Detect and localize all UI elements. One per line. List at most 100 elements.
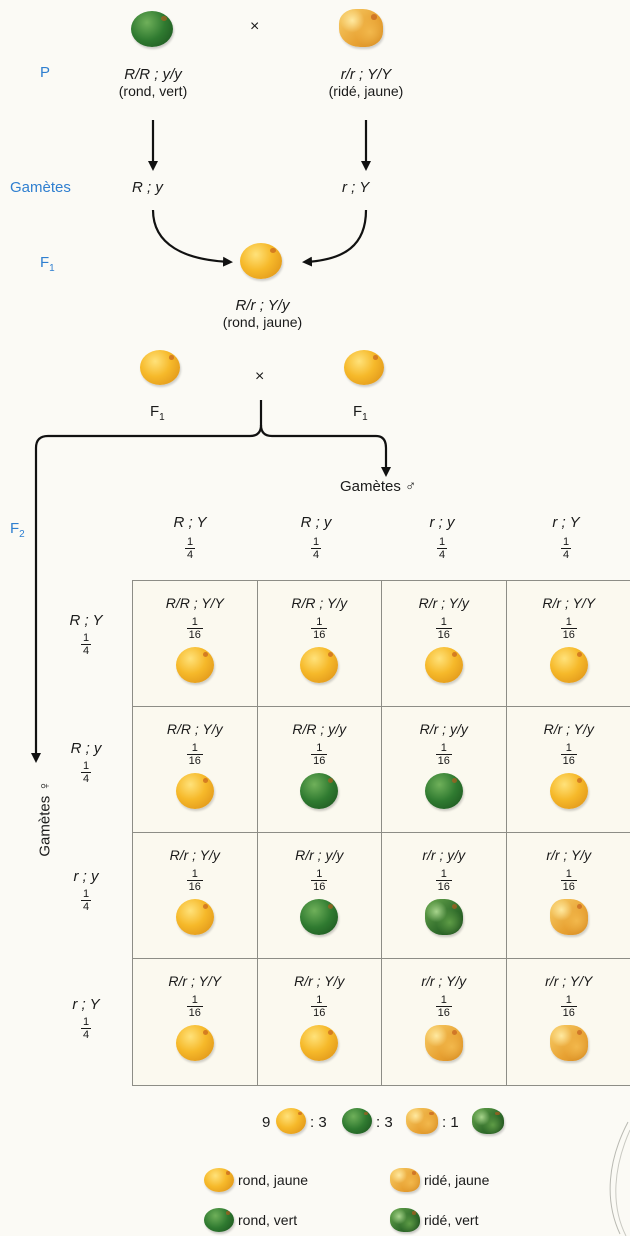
ratio-summary: 9 : 3 : 3 : 1	[262, 1108, 522, 1138]
fraction-numerator: 1	[562, 536, 570, 548]
row-header-gamete: R ; y	[70, 740, 102, 757]
fraction-denominator: 16	[186, 1006, 203, 1019]
fraction-denominator: 4	[80, 772, 92, 785]
f1-right-label-sub: 1	[362, 412, 368, 423]
fraction-numerator: 1	[82, 760, 90, 772]
yellow-smooth-pea-icon	[300, 1025, 339, 1061]
f1-cross-symbol: ×	[255, 368, 265, 385]
f1-phenotype: (rond, jaune)	[222, 314, 303, 330]
left-gamete: R ; y	[132, 179, 163, 196]
f1-label-main: F	[40, 254, 50, 271]
fraction-denominator: 4	[80, 900, 92, 913]
f1-label: F1	[40, 254, 55, 274]
arrow-right-gamete-to-f1	[302, 209, 368, 267]
fraction-numerator: 1	[565, 868, 572, 880]
cell-genotype: r/r ; Y/y	[421, 973, 467, 989]
f1-left-label-main: F	[150, 403, 160, 420]
legend-green-wrinkled-icon	[390, 1208, 420, 1232]
fraction-numerator: 1	[186, 536, 194, 548]
left-parent-genotype: R/R ; y/y	[124, 66, 182, 83]
fraction-numerator: 1	[191, 994, 198, 1006]
f2-label: F2	[10, 520, 25, 540]
cell-genotype: R/r ; y/y	[295, 847, 344, 863]
fraction-denominator: 16	[560, 628, 577, 641]
f1-right-label: F1	[353, 403, 368, 423]
fraction-numerator: 1	[440, 616, 447, 628]
fraction-numerator: 1	[191, 742, 198, 754]
cell-genotype: R/R ; Y/y	[166, 721, 223, 737]
green-wrinkled-pea-icon	[424, 899, 463, 935]
fraction-denominator: 16	[186, 880, 203, 893]
fraction-numerator: 1	[440, 994, 447, 1006]
fraction-denominator: 16	[435, 628, 452, 641]
column-header-gamete: R ; y	[300, 514, 332, 531]
cell-genotype: R/r ; Y/y	[169, 847, 220, 863]
yellow-smooth-pea-icon	[175, 773, 214, 809]
fraction-denominator: 4	[310, 548, 322, 561]
arrow-left-gamete-to-f1	[151, 209, 233, 267]
brace-f1-cross	[31, 400, 263, 763]
fraction-numerator: 1	[316, 616, 323, 628]
page-edge-decoration	[609, 1121, 630, 1236]
cell-genotype: R/r ; Y/y	[543, 721, 594, 737]
cell-genotype: R/r ; y/y	[419, 721, 468, 737]
f1-genotype-block: R/r ; Y/y (rond, jaune)	[200, 297, 325, 330]
fraction-denominator: 4	[80, 644, 92, 657]
column-header-gamete: r ; y	[429, 514, 455, 531]
left-parent-genotype-block: R/R ; y/y (rond, vert)	[93, 66, 213, 99]
legend-green-smooth-label: rond, vert	[238, 1212, 298, 1228]
green-smooth-pea-icon	[300, 773, 339, 809]
fraction-numerator: 1	[191, 616, 198, 628]
cell-genotype: R/R ; Y/y	[291, 595, 348, 611]
legend-yellow-wrinkled: ridé, jaune	[390, 1168, 489, 1192]
ratio-n1: 9	[262, 1114, 271, 1131]
fraction-denominator: 16	[311, 754, 328, 767]
f1-pea	[240, 243, 282, 279]
f2-label-main: F	[10, 520, 20, 537]
fraction-numerator: 1	[316, 742, 323, 754]
cell-genotype: r/r ; y/y	[422, 847, 466, 863]
ratio-green-wrinkled-icon	[472, 1108, 504, 1134]
f1-right-pea	[344, 350, 384, 385]
yellow-smooth-pea-icon	[549, 773, 588, 809]
f1-right-label-main: F	[353, 403, 363, 420]
f1-label-sub: 1	[49, 263, 55, 274]
legend-yellow-smooth: rond, jaune	[204, 1168, 308, 1192]
column-header-gamete: r ; Y	[552, 514, 580, 531]
column-header-gamete: R ; Y	[173, 514, 207, 531]
